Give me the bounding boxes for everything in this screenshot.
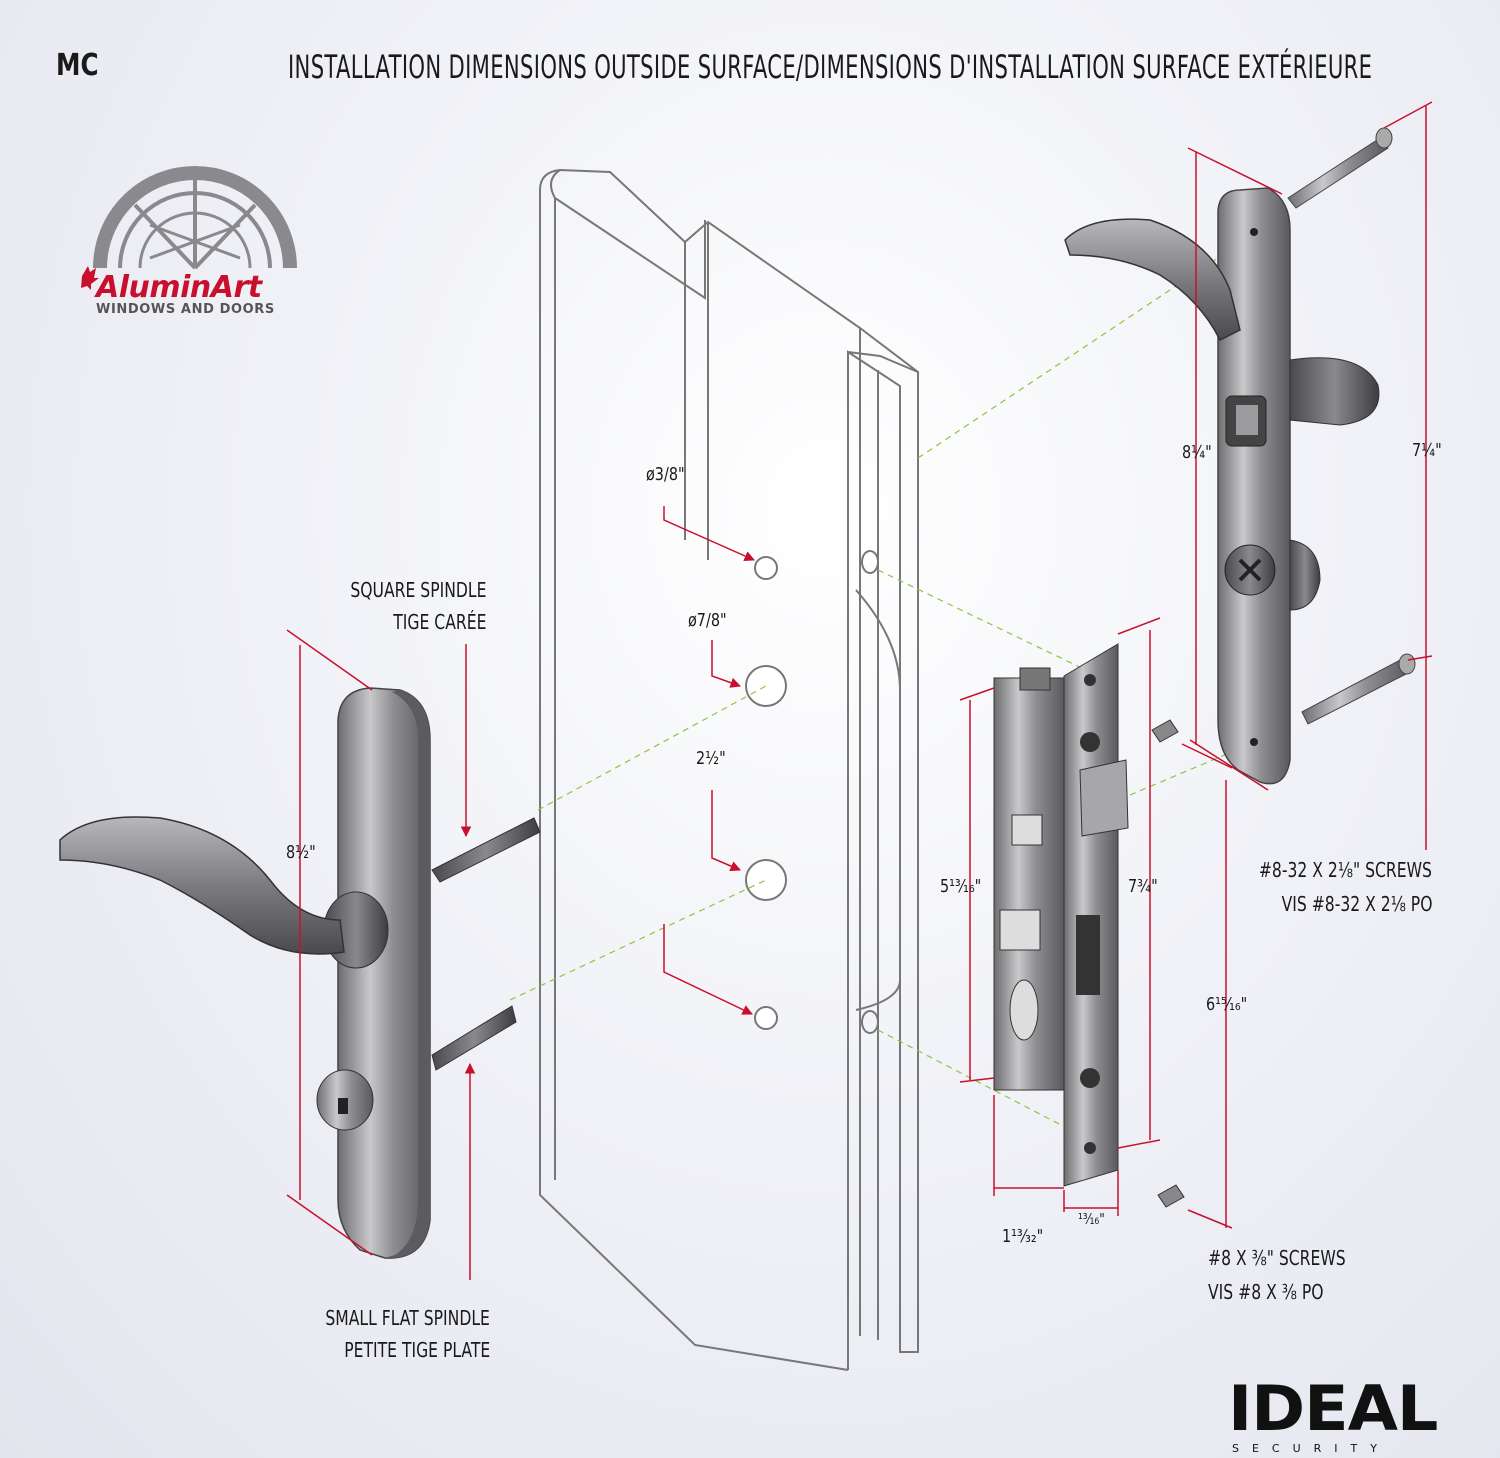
dimension-lines [286,101,1433,1280]
ideal-logo: IDEAL [1228,1372,1438,1445]
outer-lever [59,816,345,955]
page-title: INSTALLATION DIMENSIONS OUTSIDE SURFACE/… [288,48,1373,86]
long-screws-label-en: #8-32 X 2⅛" SCREWS [1258,858,1432,882]
small-screw-top [1151,719,1179,743]
small-hole-top [754,556,778,580]
long-screw-top [1287,137,1389,209]
lock-body-height-dimension: 5¹³⁄₁₆" [940,876,982,897]
hole-large-dimension: ø7/8" [688,610,727,631]
square-spindle-label-en: SQUARE SPINDLE [349,578,486,602]
long-screws-label-fr: VIS #8-32 X 2⅛ PO [1281,892,1432,916]
large-hole-bottom [745,859,787,901]
flat-spindle-label-fr: PETITE TIGE PLATE [343,1338,490,1362]
inner-plate-height-dimension: 8¼" [1182,442,1212,463]
aluminart-tagline: WINDOWS AND DOORS [96,302,275,317]
hole-small-dimension: ø3/8" [646,464,685,485]
door-frame [539,168,919,1371]
long-screw-bottom [1301,657,1411,725]
inner-lever [1064,218,1241,342]
flat-spindle-label-en: SMALL FLAT SPINDLE [325,1306,490,1330]
faceplate-width-dimension: ¹³⁄₁₆" [1078,1210,1105,1228]
ideal-tagline: SECURITY [1232,1442,1390,1455]
short-screws-label-en: #8 X ⅜" SCREWS [1208,1246,1346,1270]
hole-spacing-dimension: 2½" [696,748,726,769]
outer-plate-height-dimension: 8½" [286,842,316,863]
maple-leaf-icon [81,266,99,290]
aluminart-logo [81,166,297,290]
small-hole-bottom [754,1006,778,1030]
aluminart-wordmark: AluminArt [96,270,262,305]
backset-dimension: 1¹³⁄₃₂" [1002,1226,1044,1247]
large-hole-top [745,665,787,707]
model-code: MC [56,48,99,83]
center-lines [509,229,1261,1141]
short-screws-label-fr: VIS #8 X ⅜ PO [1208,1280,1324,1304]
faceplate-height-dimension: 7¾" [1128,876,1158,897]
inner-screw-spacing-dimension: 7¼" [1412,440,1442,461]
small-screw-bottom [1157,1184,1185,1208]
mortise-lock [993,643,1185,1208]
square-spindle-label-fr: TIGE CARÉE [392,610,486,634]
faceplate-screw-spacing-dimension: 6¹⁵⁄₁₆" [1206,994,1248,1015]
outer-handle-plate [59,687,541,1259]
